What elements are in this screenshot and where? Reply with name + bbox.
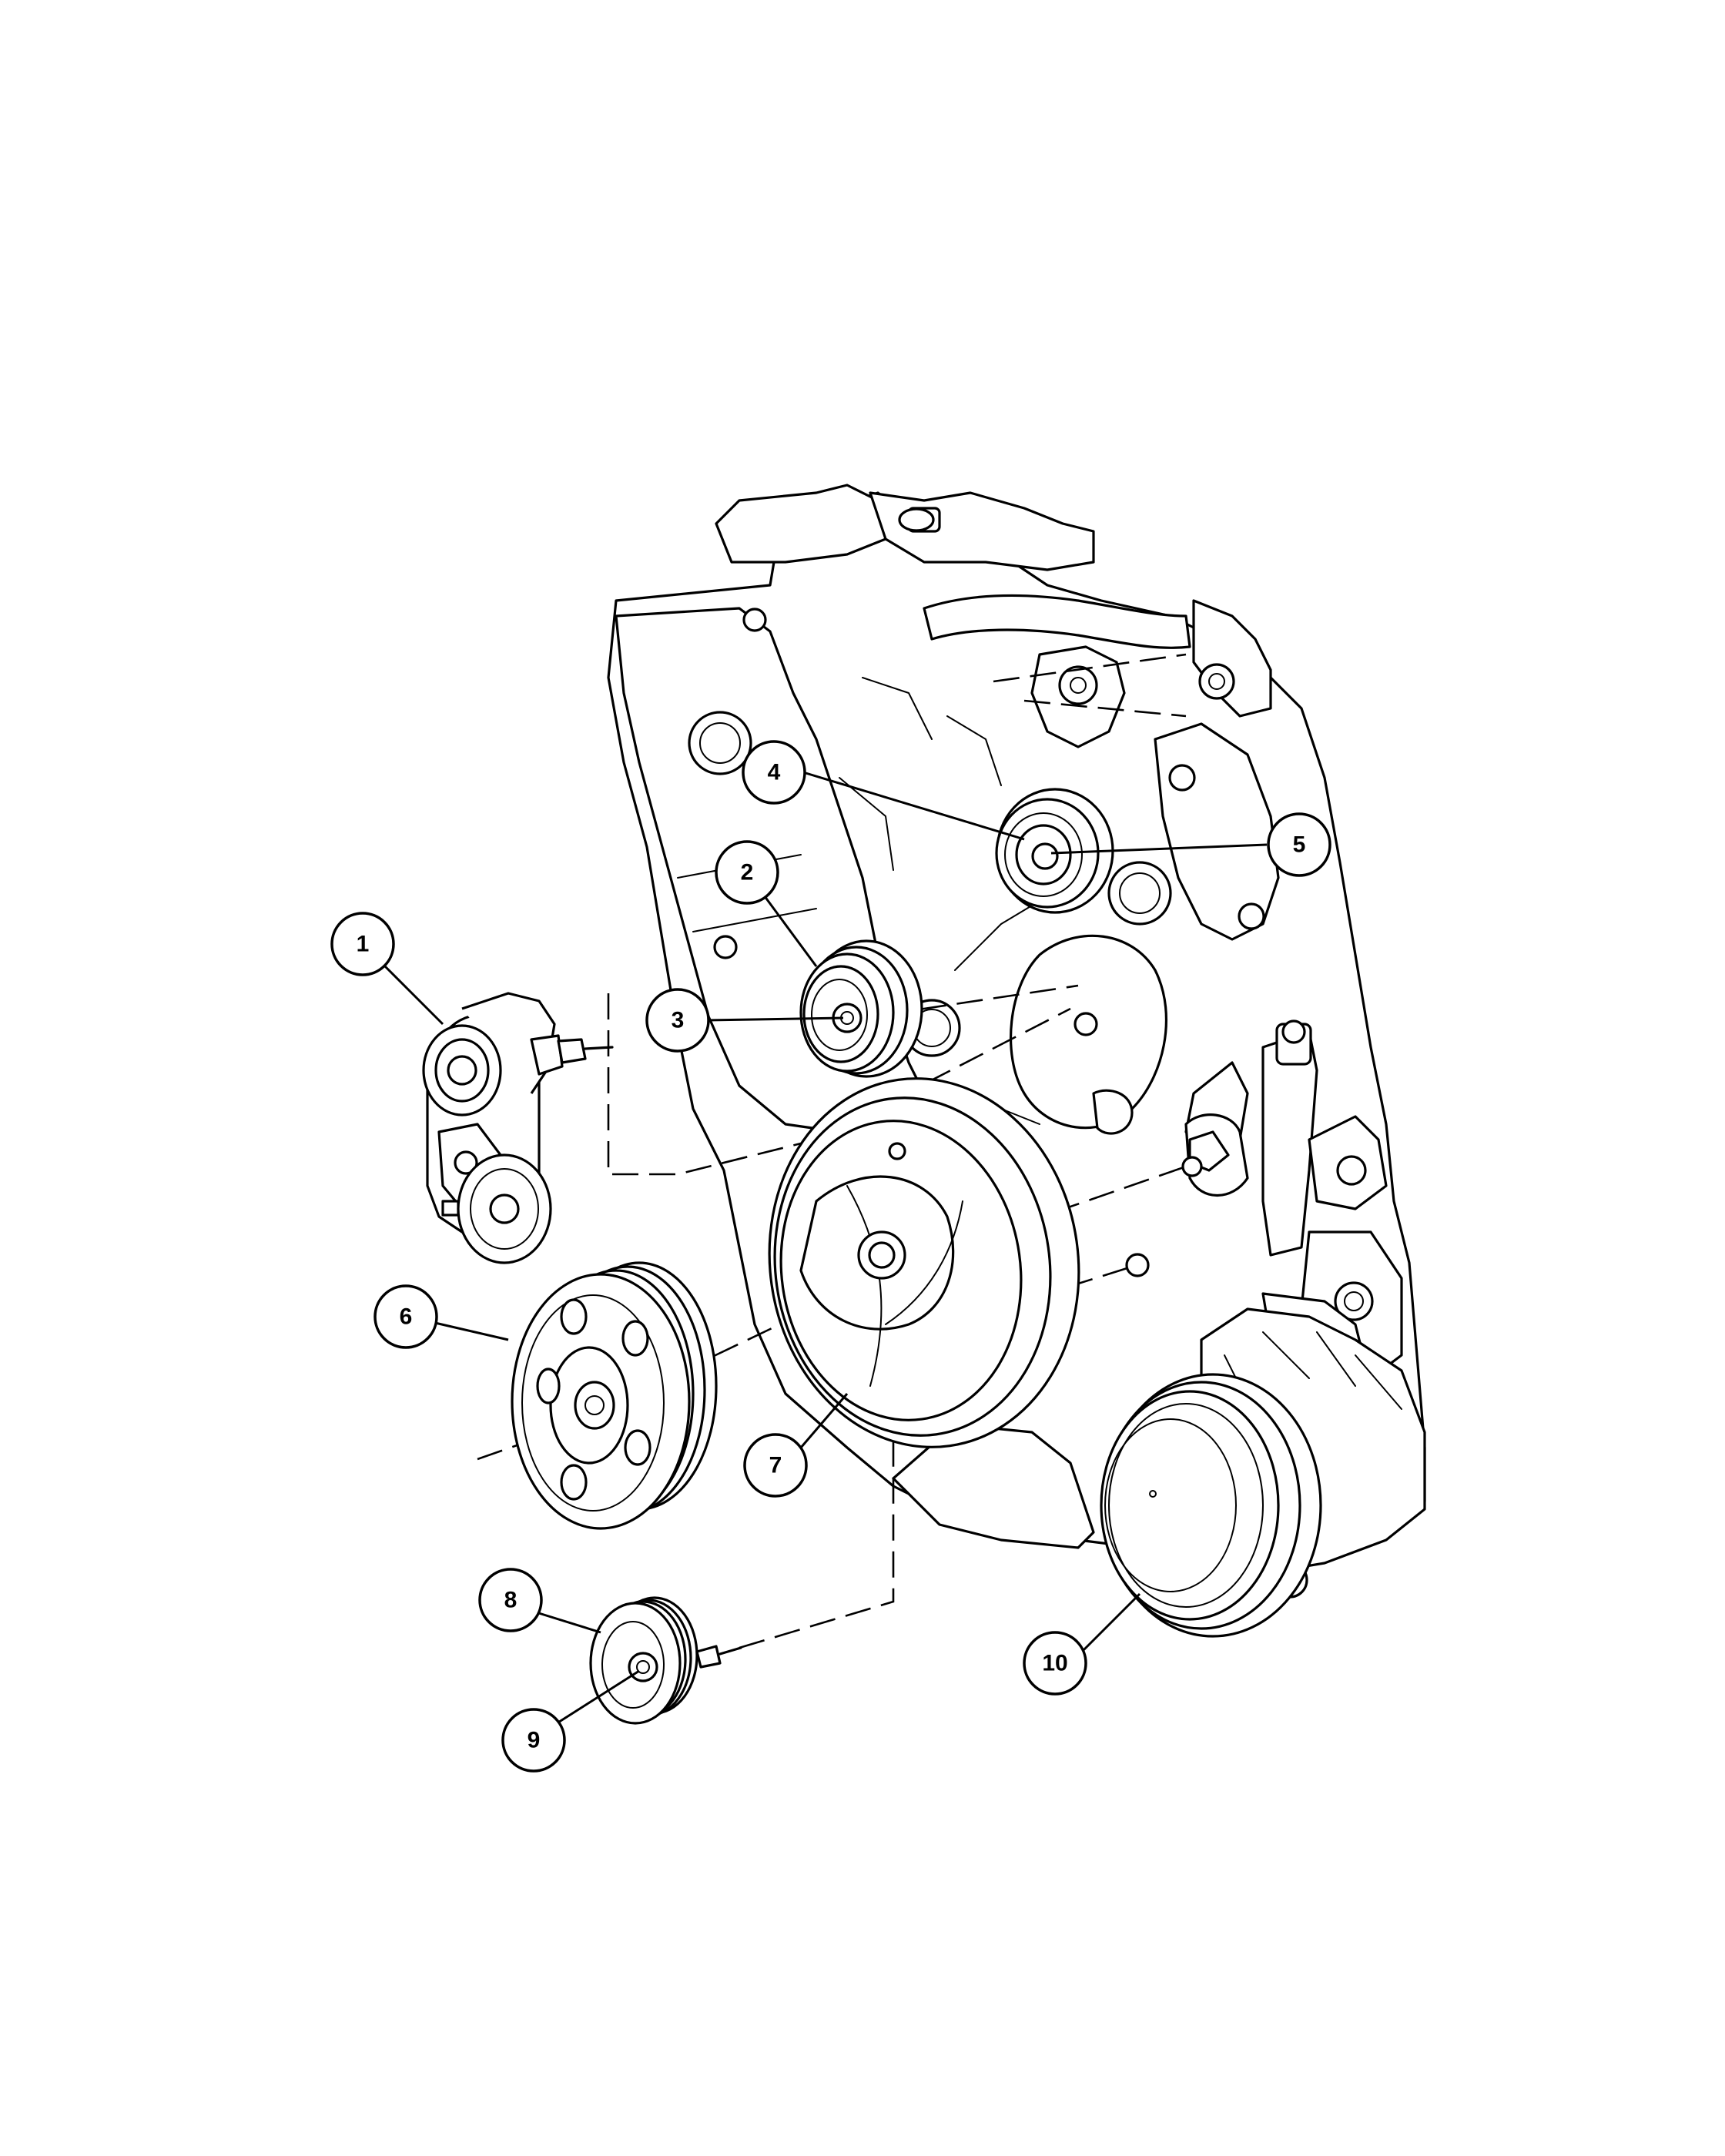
callout-5-label: 5 [1293, 832, 1306, 858]
leader-lines [384, 771, 1268, 1726]
callout-2-label: 2 [741, 860, 754, 886]
callout-4: 4 [742, 740, 806, 805]
callout-10: 10 [1023, 1631, 1087, 1696]
callout-6-label: 6 [400, 1304, 413, 1330]
callout-8-label: 8 [504, 1588, 518, 1613]
ac-compressor-pulley [1100, 1373, 1322, 1638]
callout-8: 8 [478, 1568, 543, 1632]
idler-pulley-upper [799, 939, 923, 1078]
callout-5: 5 [1267, 812, 1331, 877]
callout-6: 6 [373, 1284, 438, 1349]
callout-7-label: 7 [769, 1453, 782, 1478]
callout-10-label: 10 [1042, 1651, 1067, 1676]
callout-3: 3 [645, 988, 710, 1053]
power-steering-pulley [511, 1261, 718, 1530]
belt-tensioner [422, 992, 614, 1264]
callout-1-label: 1 [357, 932, 370, 957]
crankshaft-damper [768, 1077, 1080, 1448]
callout-9-label: 9 [528, 1728, 541, 1753]
callout-1: 1 [330, 912, 395, 976]
callout-7: 7 [743, 1433, 808, 1498]
callout-4-label: 4 [768, 760, 781, 785]
callout-9: 9 [501, 1708, 566, 1773]
callout-3-label: 3 [672, 1008, 685, 1033]
idler-pulley-lower [589, 1596, 742, 1725]
callout-2: 2 [715, 840, 779, 905]
